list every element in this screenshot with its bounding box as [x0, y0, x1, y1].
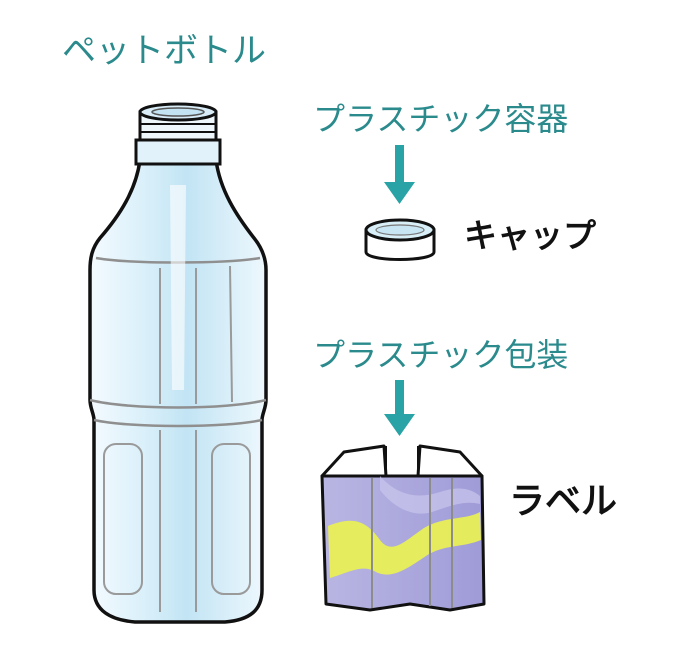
down-arrow-icon	[384, 380, 415, 436]
plastic-container-label: プラスチック容器	[313, 100, 569, 138]
plastic-packaging-label: プラスチック包装	[313, 336, 569, 374]
cap-icon	[364, 218, 436, 261]
pet-bottle-label: ペットボトル	[62, 31, 266, 71]
down-arrow-icon	[384, 145, 415, 204]
pet-bottle-icon	[88, 102, 268, 624]
bottle-label-icon	[320, 444, 486, 612]
cap-label: キャップ	[464, 216, 596, 255]
label-label: ラベル	[509, 481, 618, 522]
